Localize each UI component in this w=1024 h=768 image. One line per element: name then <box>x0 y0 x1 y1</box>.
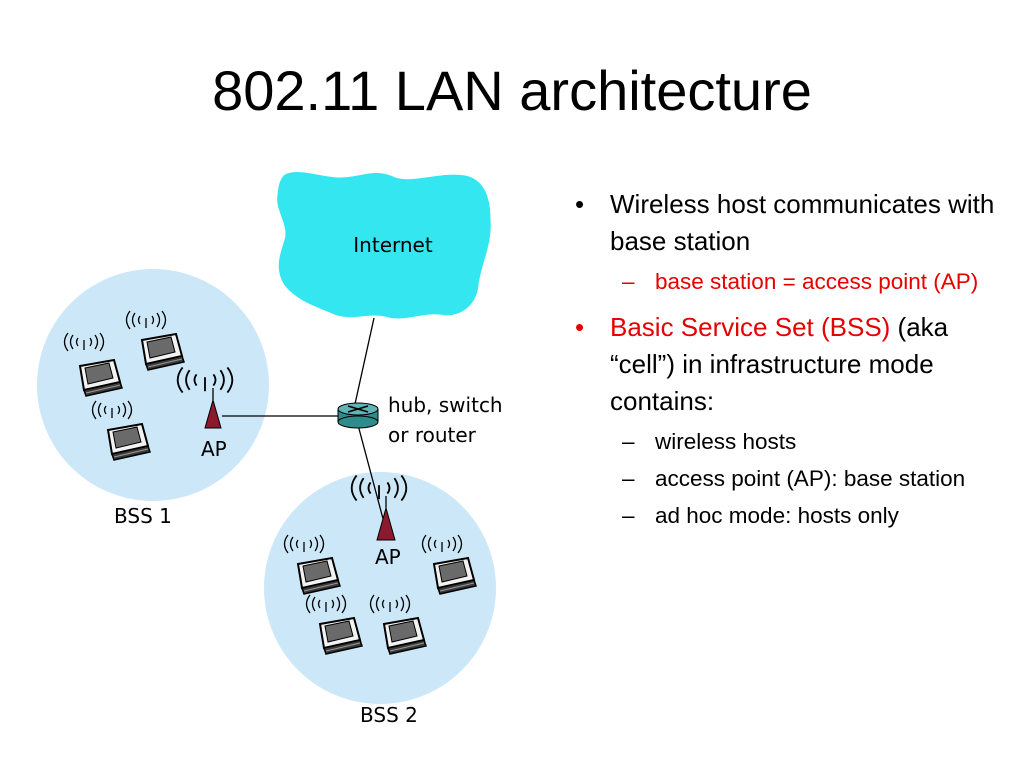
link-router-ap2 <box>357 424 387 531</box>
bss1-label: BSS 1 <box>114 504 172 528</box>
sub-bullet-text: access point (AP): base station <box>655 466 966 491</box>
sub-bullet-mark: – <box>622 269 635 294</box>
internet-label: Internet <box>353 233 433 257</box>
ap1-label: AP <box>201 437 227 461</box>
router-icon <box>337 402 379 429</box>
slide-title: 802.11 LAN architecture <box>212 59 812 122</box>
router-label-line1: hub, switch <box>388 393 503 417</box>
internet-cloud <box>277 172 491 319</box>
sub-bullet-item: – base station = access point (AP) <box>567 266 997 297</box>
bullet-text: Wireless host communicates with base sta… <box>610 189 995 256</box>
sub-bullet-text: ad hoc mode: hosts only <box>655 503 899 528</box>
router-label-line2: or router <box>388 423 477 447</box>
sub-bullet-text: base station = access point (AP) <box>655 269 979 294</box>
ap1-antenna-icon <box>204 388 222 429</box>
sub-bullet-mark: – <box>622 429 635 454</box>
sub-bullet-item: – access point (AP): base station <box>567 463 997 494</box>
bullet-text: (aka “cell”) in infrastructure mode cont… <box>610 312 949 416</box>
bss1-cell <box>37 269 269 501</box>
ap2-label: AP <box>375 545 401 569</box>
sub-bullet-item: – ad hoc mode: hosts only <box>567 500 997 531</box>
sub-bullet-text: wireless hosts <box>655 429 797 454</box>
bullet-item: • Wireless host communicates with base s… <box>567 186 997 260</box>
link-cloud-router <box>354 317 375 405</box>
bullet-text-highlight: Basic Service Set (BSS) <box>610 312 891 342</box>
ap2-antenna-icon <box>376 496 396 541</box>
sub-bullet-mark: – <box>622 503 635 528</box>
bss2-label: BSS 2 <box>360 703 418 727</box>
sub-bullet-item: – wireless hosts <box>567 426 997 457</box>
bullet-list: • Wireless host communicates with base s… <box>567 186 997 537</box>
bullet-mark: • <box>575 312 585 342</box>
bullet-item: • Basic Service Set (BSS) (aka “cell”) i… <box>567 309 997 420</box>
bss2-cell <box>264 472 496 704</box>
sub-bullet-mark: – <box>622 466 635 491</box>
bullet-mark: • <box>575 189 585 219</box>
